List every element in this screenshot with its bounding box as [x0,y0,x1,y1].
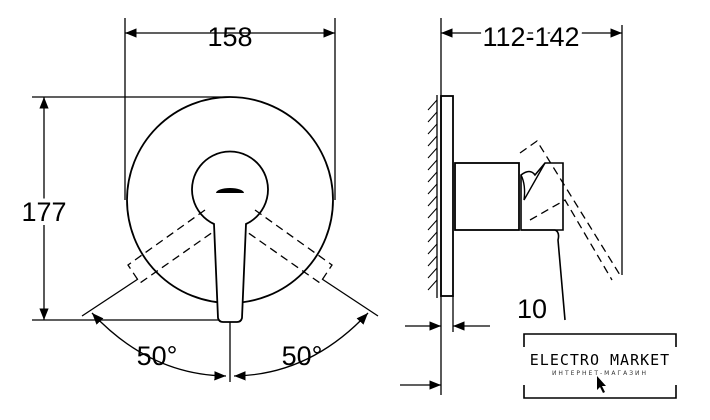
depth-dimension: 112-142 [482,22,579,52]
cursor-icon [597,376,606,393]
offset-dimension: 10 [517,294,547,324]
width-dimension: 158 [207,22,252,52]
logo-subtitle: ИНТЕРНЕТ-МАГАЗИН [552,370,648,377]
height-dimension: 177 [21,197,66,227]
angle-right-dimension: 50° [282,341,323,371]
side-view [400,18,623,395]
front-view [32,18,379,382]
angle-left-dimension: 50° [137,341,178,371]
logo-title: ELECTRO MARKET [530,351,670,369]
logo-frame [523,333,677,399]
lever-handle [191,150,269,323]
